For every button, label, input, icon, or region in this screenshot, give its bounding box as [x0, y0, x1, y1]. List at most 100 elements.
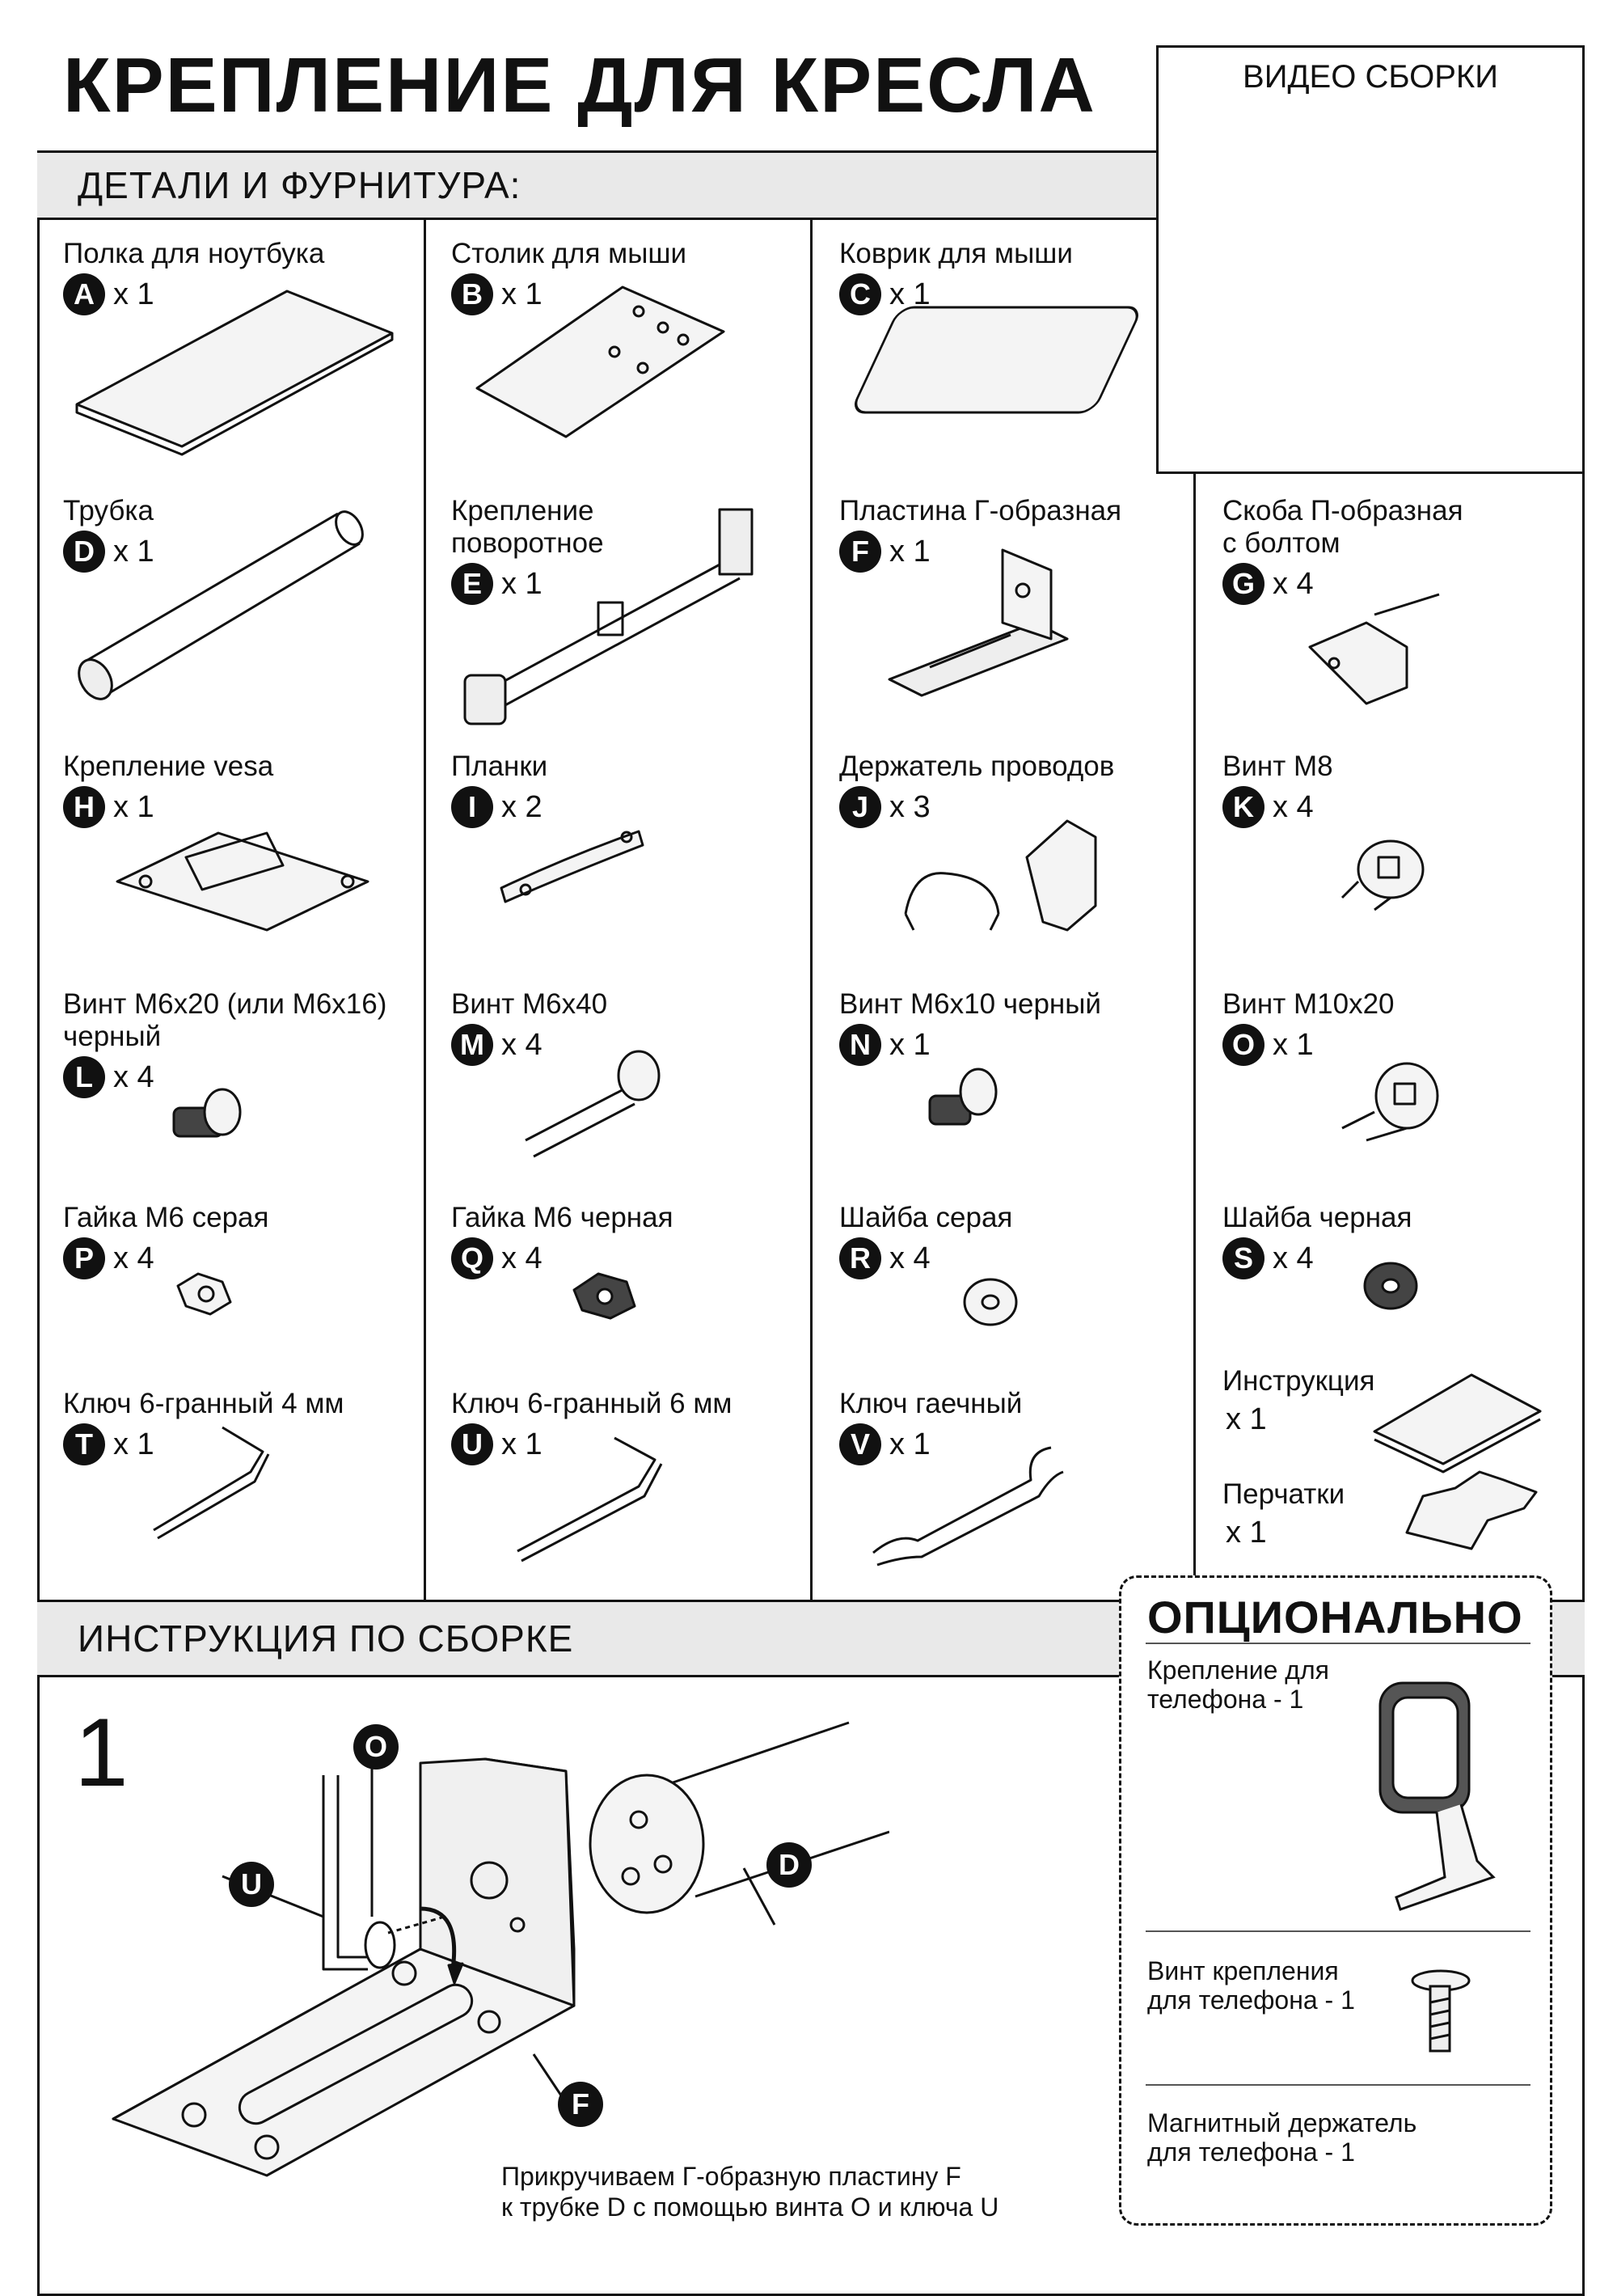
part-letter-badge: U	[451, 1423, 493, 1465]
part-letter-badge: D	[63, 531, 105, 573]
parts-section-title: ДЕТАЛИ И ФУРНИТУРА:	[78, 164, 521, 206]
bolt-m6x40-drawing	[525, 1050, 661, 1158]
extra-gloves-qty: x 1	[1226, 1516, 1267, 1550]
part-name: Пластина Г-образная	[839, 495, 1122, 526]
part-letter-badge: H	[63, 786, 105, 828]
video-qr-box[interactable]: ВИДЕО СБОРКИ	[1156, 45, 1585, 474]
extra-manual-name: Инструкция	[1222, 1365, 1375, 1397]
part-letter-badge: K	[1222, 786, 1264, 828]
washer-grey-drawing	[963, 1278, 1018, 1326]
part-quantity: x 4	[1273, 789, 1314, 824]
part-name: Винт М6х20 (или М6х16) черный	[63, 988, 387, 1052]
part-letter-badge: C	[839, 273, 881, 315]
part-letter-badge: E	[451, 563, 493, 605]
hex-key-6mm-drawing	[517, 1436, 663, 1562]
strips-drawing	[500, 830, 644, 903]
part-quantity: x 3	[889, 789, 931, 824]
optional-item-phone-mount: Крепление для телефона - 1	[1147, 1655, 1329, 1714]
optional-divider	[1146, 1930, 1530, 1932]
part-name: Столик для мыши	[451, 238, 686, 269]
part-quantity: x 1	[501, 277, 543, 311]
part-quantity: x 1	[501, 1427, 543, 1461]
part-quantity: x 1	[113, 534, 154, 569]
part-letter-badge: S	[1222, 1237, 1264, 1279]
part-name: Крепление поворотное	[451, 495, 604, 559]
step-caption: Прикручиваем Г-образную пластину F к тру…	[501, 2162, 999, 2222]
part-quantity: x 1	[889, 1427, 931, 1461]
step-number: 1	[74, 1698, 129, 1807]
part-quantity: x 2	[501, 789, 543, 824]
part-name: Гайка М6 серая	[63, 1202, 269, 1233]
phone-mount-drawing	[1378, 1681, 1496, 1911]
phone-screw-drawing	[1411, 1969, 1471, 2053]
part-letter-badge: I	[451, 786, 493, 828]
part-name: Крепление vesa	[63, 751, 274, 782]
part-quantity: x 1	[501, 566, 543, 601]
callout-f: F	[558, 2082, 603, 2127]
callout-d: D	[766, 1842, 812, 1888]
laptop-shelf-drawing	[75, 290, 394, 456]
part-letter-badge: Q	[451, 1237, 493, 1279]
part-letter-badge: M	[451, 1024, 493, 1066]
part-quantity: x 1	[889, 1027, 931, 1062]
washer-black-drawing	[1363, 1262, 1418, 1310]
part-quantity: x 4	[501, 1027, 543, 1062]
part-name: Скоба П-образная с болтом	[1222, 495, 1463, 559]
bolt-m10x20-drawing	[1341, 1062, 1439, 1142]
extra-gloves-name: Перчатки	[1222, 1478, 1345, 1510]
part-name: Ключ 6-гранный 6 мм	[451, 1388, 733, 1419]
hex-key-4mm-drawing	[153, 1426, 270, 1540]
column-divider	[1193, 474, 1196, 1600]
bolt-m8-drawing	[1340, 839, 1425, 911]
nut-grey-drawing	[176, 1272, 232, 1316]
part-letter-badge: T	[63, 1423, 105, 1465]
part-name: Планки	[451, 751, 548, 782]
optional-item-phone-screw: Винт крепления для телефона - 1	[1147, 1956, 1355, 2015]
part-quantity: x 4	[501, 1241, 543, 1275]
manual-drawing	[1373, 1373, 1542, 1474]
part-letter-badge: B	[451, 273, 493, 315]
part-letter-badge: G	[1222, 563, 1264, 605]
swivel-mount-drawing	[463, 508, 754, 725]
bolt-m6x10-drawing	[928, 1068, 998, 1126]
part-name: Ключ гаечный	[839, 1388, 1023, 1419]
part-quantity: x 4	[889, 1241, 931, 1275]
parts-section-header: ДЕТАЛИ И ФУРНИТУРА:	[37, 150, 1156, 220]
cable-holder-drawing	[904, 819, 1097, 932]
part-name: Винт М6х40	[451, 988, 608, 1020]
part-name: Коврик для мыши	[839, 238, 1073, 269]
part-quantity: x 4	[1273, 566, 1314, 601]
part-name: Ключ 6-гранный 4 мм	[63, 1388, 344, 1419]
part-letter-badge: A	[63, 273, 105, 315]
part-quantity: x 1	[113, 277, 154, 311]
part-quantity: x 4	[1273, 1241, 1314, 1275]
callout-o: O	[353, 1724, 399, 1770]
part-name: Трубка	[63, 495, 154, 526]
callout-u: U	[229, 1862, 274, 1907]
assembly-section-title: ИНСТРУКЦИЯ ПО СБОРКЕ	[78, 1617, 574, 1660]
vesa-mount-drawing	[116, 831, 369, 932]
